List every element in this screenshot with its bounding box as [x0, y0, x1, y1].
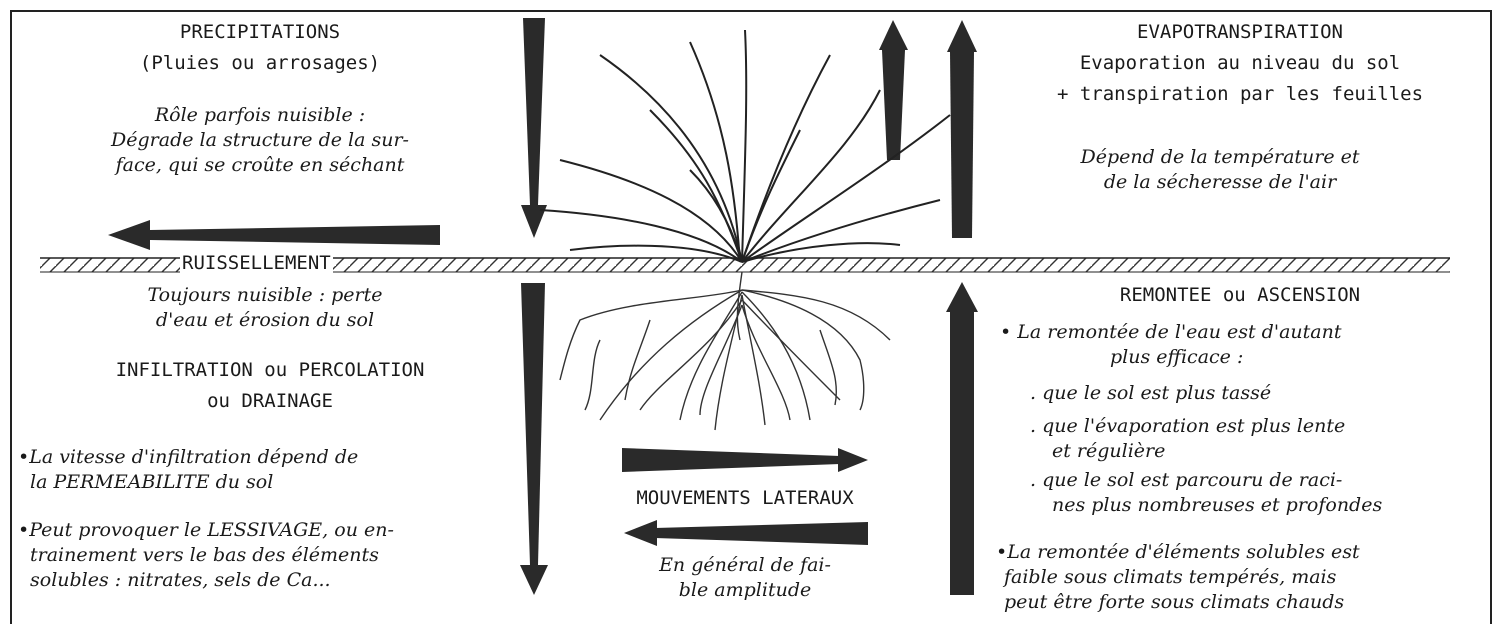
- mouvements-note: En général de fai- ble amplitude: [600, 553, 890, 603]
- infiltration-bullet-2-line-2: trainement vers le bas des éléments: [18, 544, 379, 566]
- remontee-item-2-line-1: que l'évaporation est plus lente: [1042, 415, 1345, 437]
- remontee-item-3-line-1: que le sol est parcouru de raci-: [1042, 469, 1342, 491]
- bullet-dot: •: [18, 519, 29, 541]
- mouvements-note-line-1: En général de fai-: [600, 553, 890, 578]
- evapotranspiration-note-line-1: Dépend de la température et: [1010, 145, 1430, 170]
- remontee-item-3-line-2: nes plus nombreuses et profondes: [1030, 494, 1382, 516]
- remontee-item-2-line-2: et régulière: [1030, 440, 1165, 462]
- remontee-item-2: . que l'évaporation est plus lente et ré…: [1030, 414, 1345, 464]
- precipitations-block: PRECIPITATIONS (Pluies ou arrosages): [60, 20, 460, 76]
- mouvements-note-line-2: ble amplitude: [600, 578, 890, 603]
- lateral-arrow-right: [622, 448, 868, 472]
- evapotranspiration-line-2: + transpiration par les feuilles: [1010, 82, 1470, 107]
- lateral-arrow-left: [624, 520, 868, 546]
- infiltration-title: INFILTRATION ou PERCOLATION ou DRAINAGE: [60, 358, 480, 414]
- remontee-arrow: [946, 282, 978, 595]
- precipitations-note-line-1: Rôle parfois nuisible :: [40, 103, 480, 128]
- bullet-dot: •: [996, 541, 1007, 563]
- precipitations-note: Rôle parfois nuisible : Dégrade la struc…: [40, 103, 480, 178]
- remontee-item-1: . que le sol est plus tassé: [1030, 381, 1271, 406]
- remontee-item-3: . que le sol est parcouru de raci- nes p…: [1030, 468, 1382, 518]
- remontee-last: •La remontée d'éléments solubles est fai…: [996, 540, 1360, 615]
- ruissellement-note-line-1: Toujours nuisible : perte: [70, 283, 460, 308]
- plant-roots: [560, 272, 890, 430]
- bullet-dot: •: [1000, 321, 1017, 343]
- remontee-last-line-2: faible sous climats tempérés, mais: [996, 566, 1336, 588]
- mouvements-title: MOUVEMENTS LATERAUX: [600, 487, 890, 509]
- evapotranspiration-note: Dépend de la température et de la sécher…: [1010, 145, 1430, 195]
- infiltration-arrow: [520, 283, 548, 595]
- remontee-intro-line-2: plus efficace :: [1000, 346, 1243, 368]
- bullet-dot: .: [1030, 382, 1042, 404]
- infiltration-bullet-1: •La vitesse d'infiltration dépend de la …: [18, 445, 358, 495]
- infiltration-title-line-1: INFILTRATION ou PERCOLATION: [60, 358, 480, 383]
- evapotranspiration-block: EVAPOTRANSPIRATION Evaporation au niveau…: [1010, 20, 1470, 107]
- infiltration-title-line-2: ou DRAINAGE: [60, 389, 480, 414]
- ruissellement-note: Toujours nuisible : perte d'eau et érosi…: [70, 283, 460, 333]
- evapotranspiration-line-1: Evaporation au niveau du sol: [1010, 51, 1470, 76]
- infiltration-bullet-2-line-1: Peut provoquer le LESSIVAGE, ou en-: [29, 519, 394, 541]
- ruissellement-arrow: [108, 220, 440, 250]
- remontee-intro: • La remontée de l'eau est d'autant plus…: [1000, 320, 1341, 370]
- evapotranspiration-note-line-2: de la sécheresse de l'air: [1010, 170, 1430, 195]
- ruissellement-note-line-2: d'eau et érosion du sol: [70, 308, 460, 333]
- remontee-last-line-1: La remontée d'éléments solubles est: [1007, 541, 1359, 563]
- precipitation-arrow: [521, 18, 547, 238]
- ruissellement-label: RUISSELLEMENT: [180, 252, 333, 274]
- infiltration-bullet-2: •Peut provoquer le LESSIVAGE, ou en- tra…: [18, 518, 394, 593]
- evapotranspiration-arrow-small: [879, 20, 908, 160]
- evapotranspiration-arrow-large: [947, 20, 977, 238]
- remontee-title: REMONTEE ou ASCENSION: [1030, 284, 1450, 306]
- remontee-intro-line-1: La remontée de l'eau est d'autant: [1017, 321, 1341, 343]
- infiltration-bullet-2-line-3: solubles : nitrates, sels de Ca...: [18, 569, 331, 591]
- infiltration-bullet-1-line-2: la PERMEABILITE du sol: [18, 471, 273, 493]
- remontee-item-1-text: que le sol est plus tassé: [1042, 382, 1271, 404]
- precipitations-note-line-2: Dégrade la structure de la sur-: [40, 128, 480, 153]
- bullet-dot: •: [18, 446, 29, 468]
- remontee-last-line-3: peut être forte sous climats chauds: [996, 591, 1344, 613]
- precipitations-subtitle: (Pluies ou arrosages): [60, 51, 460, 76]
- evapotranspiration-title: EVAPOTRANSPIRATION: [1010, 20, 1470, 45]
- precipitations-note-line-3: face, qui se croûte en séchant: [40, 153, 480, 178]
- bullet-dot: .: [1030, 415, 1042, 437]
- infiltration-bullet-1-line-1: La vitesse d'infiltration dépend de: [29, 446, 358, 468]
- bullet-dot: .: [1030, 469, 1042, 491]
- precipitations-title: PRECIPITATIONS: [60, 20, 460, 45]
